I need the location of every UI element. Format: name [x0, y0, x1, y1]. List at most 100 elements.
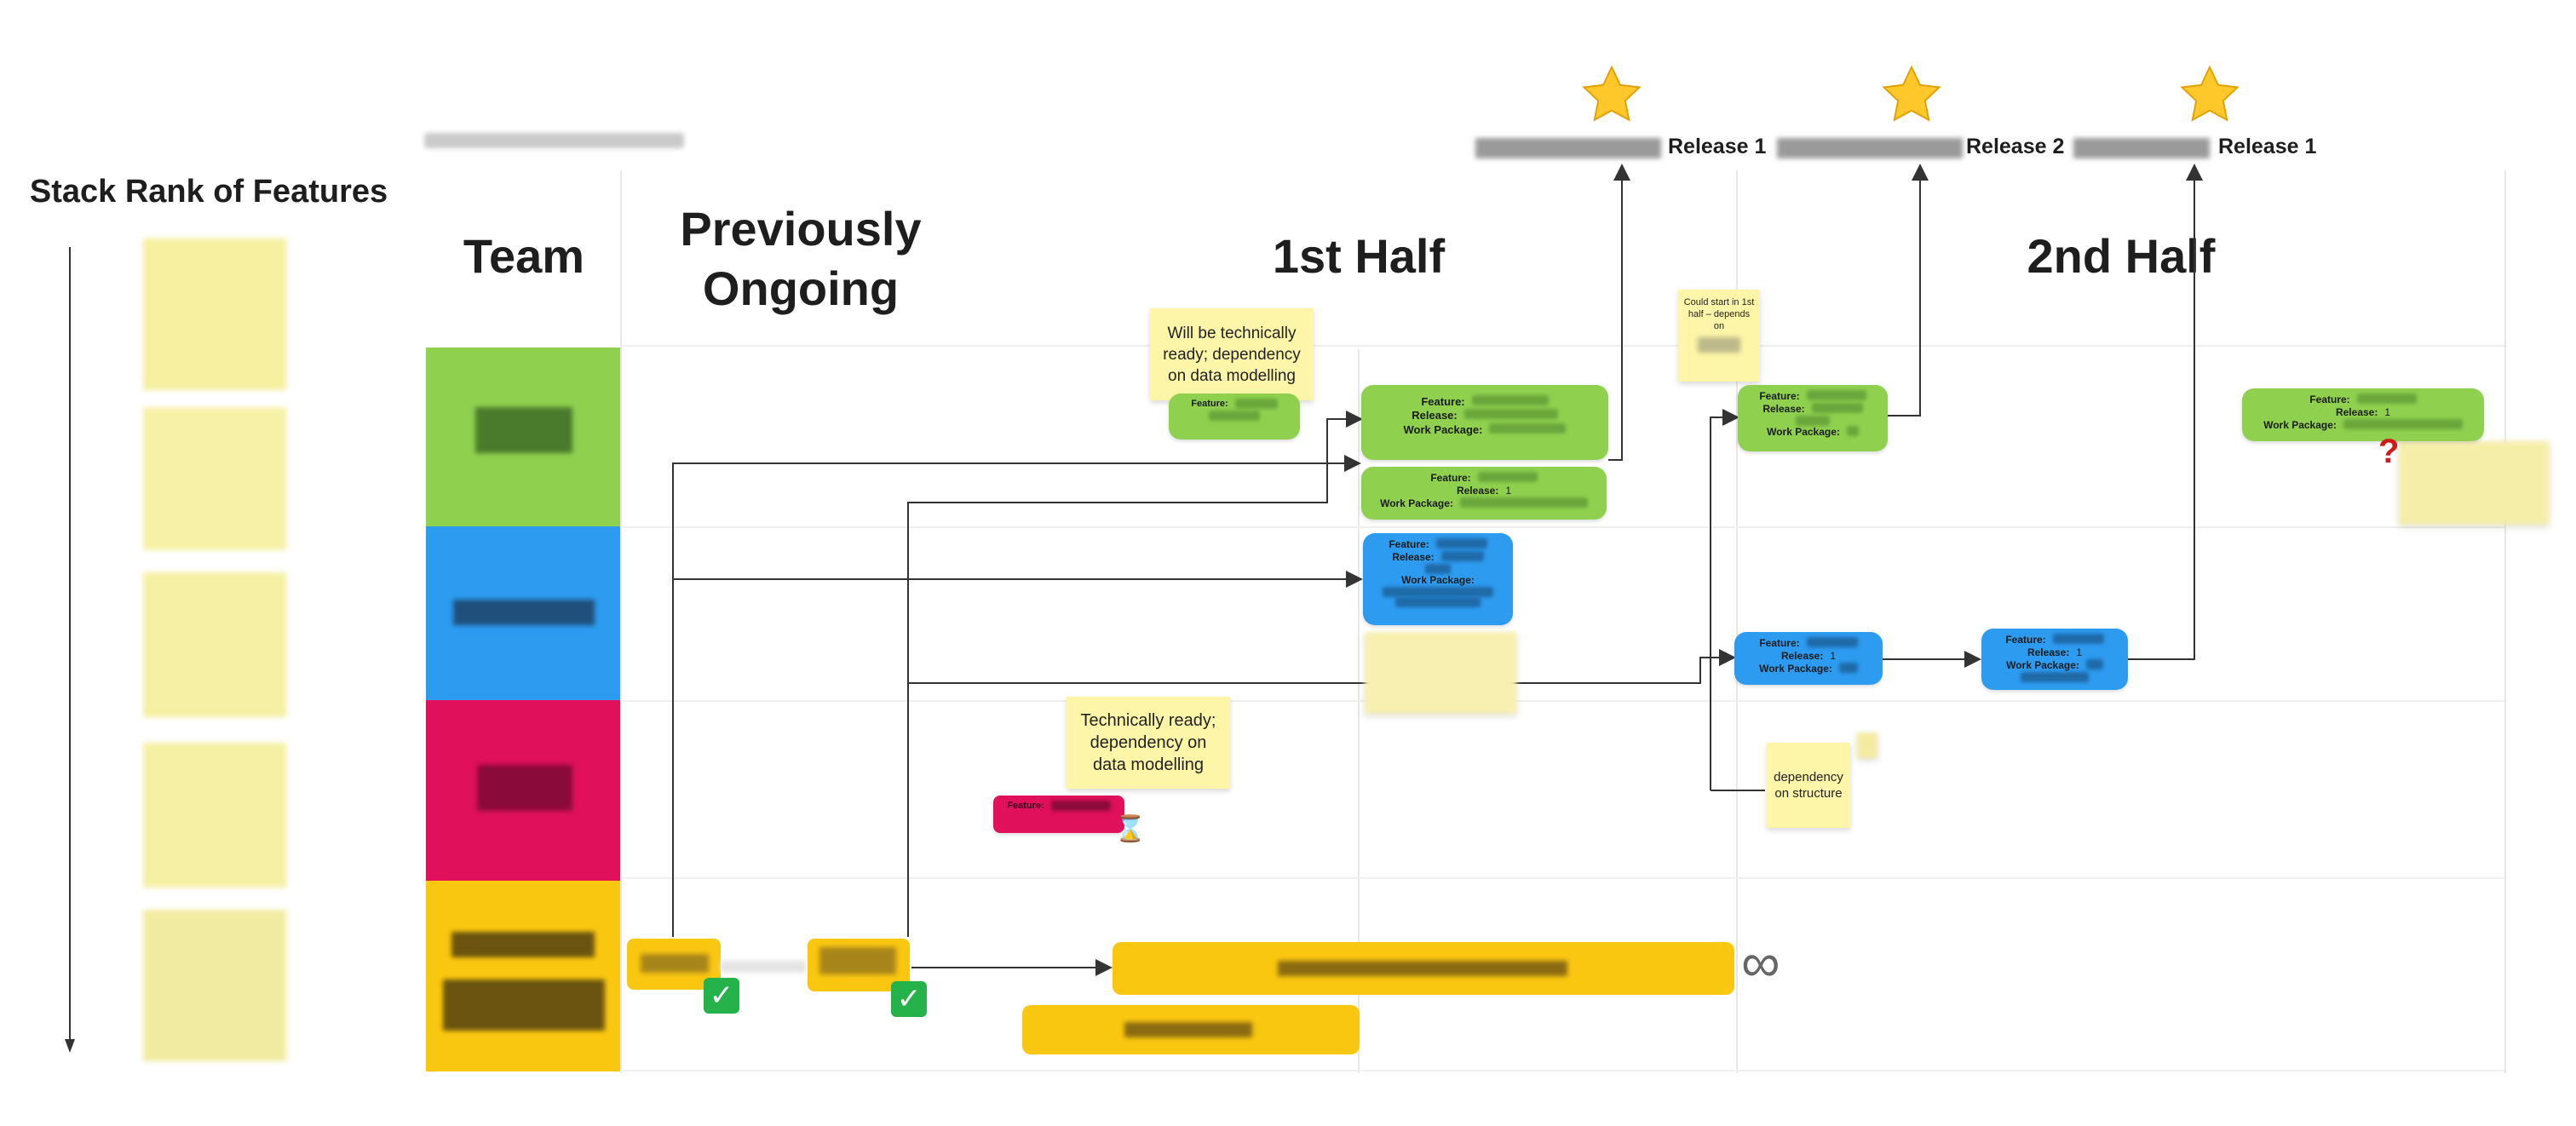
grid-line	[1358, 349, 1360, 1073]
stack-rank-title: Stack Rank of Features	[29, 174, 388, 210]
card-work-package-label: Work Package:	[1403, 422, 1483, 436]
redacted-text	[1471, 395, 1549, 405]
check-icon: ✓	[704, 978, 739, 1014]
sticky-could-start: Could start in 1st half – depends on	[1678, 290, 1760, 382]
team-name-blue	[453, 600, 595, 625]
card-release-value: 1	[2384, 406, 2391, 418]
release-name-redacted	[1475, 138, 1661, 158]
previously-ongoing-line1: Previously	[680, 202, 922, 256]
feature-card-green-1[interactable]: Feature: Release: Work Package:	[1361, 385, 1608, 460]
redacted-text	[1383, 587, 1493, 597]
redacted-text	[1846, 426, 1859, 436]
feature-card-green-2[interactable]: Feature: Release: 1 Work Package:	[1361, 467, 1607, 520]
card-work-package-label: Work Package:	[1767, 426, 1840, 438]
release-name-redacted	[1777, 138, 1963, 158]
redacted-text	[819, 947, 896, 974]
sticky-dependency-structure: dependency on structure	[1767, 743, 1850, 828]
feature-card-green-4[interactable]: Feature: Release:1 Work Package:	[2242, 388, 2484, 441]
card-work-package-label: Work Package:	[1380, 497, 1453, 509]
check-icon: ✓	[891, 981, 927, 1017]
hourglass-icon: ⌛	[1114, 815, 1147, 843]
card-feature-label: Feature:	[1421, 395, 1465, 408]
redacted-text	[1050, 801, 1111, 811]
second-half-heading: 2nd Half	[2027, 229, 2216, 283]
grid-line	[1736, 170, 1738, 1073]
feature-card-green-3[interactable]: Feature: Release: Work Package:	[1738, 385, 1888, 451]
grid-line	[620, 700, 2504, 702]
card-release-label: Release:	[1456, 485, 1499, 497]
redacted-text	[1234, 399, 1278, 409]
card-release-label: Release:	[1392, 551, 1435, 563]
grid-line	[620, 1070, 2504, 1071]
sticky-dependency-structure-text: dependency on structure	[1774, 770, 1843, 801]
grid-line	[620, 877, 2504, 879]
feature-card-green-small[interactable]: Feature:	[1169, 394, 1300, 439]
grid-line	[2504, 170, 2506, 1073]
rank-sticky	[143, 910, 286, 1061]
redacted-text	[1278, 961, 1567, 976]
grid-line	[620, 170, 622, 1073]
team-name-yellow	[451, 932, 595, 957]
sticky-could-start-text: Could start in 1st half – depends on	[1683, 297, 1755, 331]
redacted-text	[1806, 390, 1866, 400]
question-mark-icon: ?	[2378, 433, 2400, 470]
redacted-text	[1209, 410, 1260, 421]
redacted-text	[2052, 634, 2104, 644]
redacted-text	[1425, 564, 1451, 574]
card-release-value: 1	[1830, 650, 1837, 662]
card-feature-label: Feature:	[2005, 634, 2046, 646]
sticky-tech-ready-bottom: Technically ready; dependency on data mo…	[1067, 697, 1230, 789]
redacted-text	[1489, 422, 1567, 434]
redacted-text	[1459, 497, 1588, 508]
redacted-text	[1806, 637, 1858, 647]
star-icon	[1579, 63, 1644, 128]
sticky-redacted-blue-row	[1365, 632, 1516, 714]
card-release-label: Release:	[1762, 403, 1805, 415]
team-name-yellow-2	[443, 980, 605, 1031]
redacted-connector-bar	[721, 961, 806, 973]
redacted-text	[1463, 409, 1558, 420]
redacted-text	[1698, 337, 1740, 353]
redacted-text	[1395, 597, 1481, 607]
card-feature-label: Feature:	[1759, 390, 1800, 402]
redacted-header-text	[424, 133, 684, 148]
feature-card-blue-2[interactable]: Feature: Release:1 Work Package:	[1734, 632, 1883, 685]
card-release-value: 1	[1505, 485, 1512, 497]
card-release-label: Release:	[2027, 646, 2070, 658]
feature-card-pink[interactable]: Feature:	[993, 796, 1124, 833]
redacted-text	[1435, 538, 1487, 549]
star-icon	[1879, 63, 1944, 128]
card-feature-label: Feature:	[1191, 399, 1228, 409]
feature-card-blue-1[interactable]: Feature: Release: Work Package:	[1363, 533, 1513, 625]
redacted-text	[2343, 419, 2463, 429]
sticky-tech-ready-top-text: Will be technically ready; dependency on…	[1163, 324, 1301, 385]
release-name-redacted	[2073, 138, 2210, 158]
redacted-text	[1477, 472, 1538, 482]
card-feature-label: Feature:	[1430, 472, 1471, 484]
card-release-label: Release:	[1780, 650, 1824, 662]
card-work-package-label: Work Package:	[2263, 419, 2337, 431]
card-release-label: Release:	[2335, 406, 2378, 418]
previously-ongoing-line2: Ongoing	[702, 261, 900, 315]
redacted-text	[1838, 663, 1858, 673]
redacted-text	[1811, 403, 1863, 413]
card-feature-label: Feature:	[1007, 801, 1044, 811]
sticky-small-redacted	[1857, 732, 1877, 758]
sticky-tech-ready-bottom-text: Technically ready; dependency on data mo…	[1080, 711, 1216, 774]
redacted-text	[2085, 659, 2103, 669]
rank-sticky	[143, 238, 286, 390]
grid-line	[620, 526, 2504, 528]
redacted-text	[1440, 551, 1484, 561]
redacted-text	[2021, 672, 2089, 682]
release-label-2: Release 2	[1966, 135, 2065, 158]
redacted-text	[1124, 1022, 1252, 1037]
previously-ongoing-heading: Previously Ongoing	[647, 199, 954, 319]
redacted-text	[2356, 394, 2417, 404]
rank-sticky	[143, 743, 286, 888]
stack-rank-arrow	[65, 247, 75, 1053]
infinity-icon: ∞	[1741, 932, 1780, 993]
feature-card-blue-3[interactable]: Feature: Release:1 Work Package:	[1981, 629, 2128, 690]
team-block-yellow	[426, 881, 620, 1071]
card-release-value: 1	[2076, 646, 2083, 658]
